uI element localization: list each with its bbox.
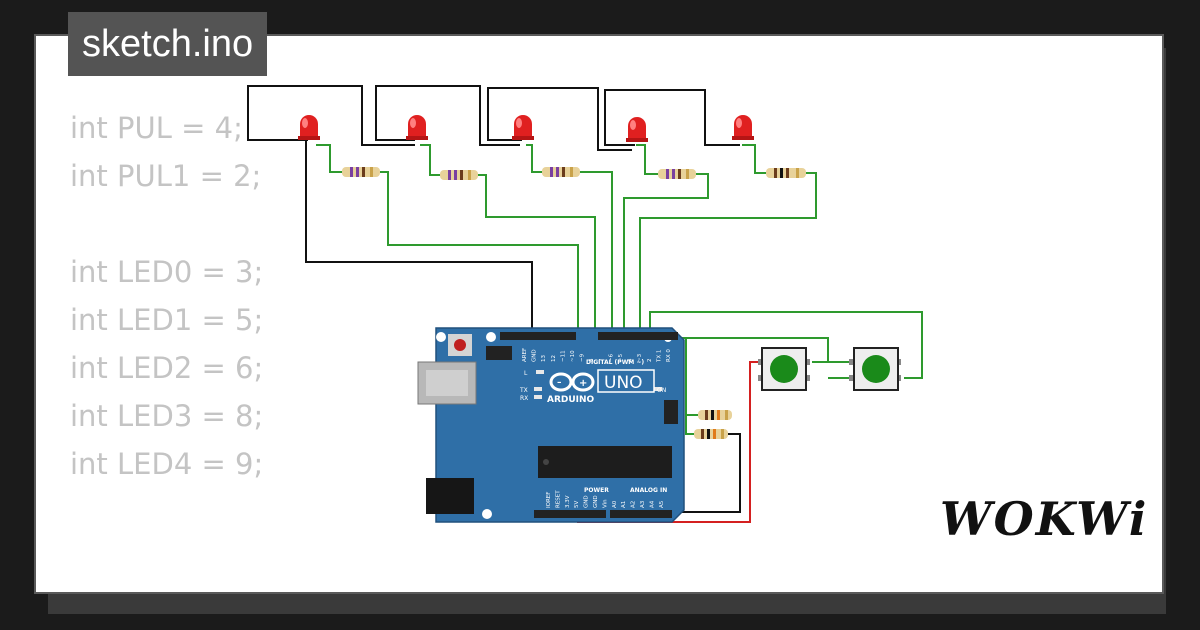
pin-label: ~11 — [560, 350, 566, 362]
code-line: int PUL = 4; — [70, 111, 243, 145]
arduino-logo-icon — [549, 372, 595, 392]
pin-label: 12 — [551, 355, 557, 362]
ground-wire — [676, 433, 741, 513]
code-line: int PUL1 = 2; — [70, 159, 262, 193]
on-label: ON — [657, 387, 666, 394]
pin-label: GND — [593, 495, 599, 508]
pin-label: A1 — [621, 501, 627, 508]
pin-label: 8 — [589, 358, 595, 362]
pin-label: A0 — [612, 500, 618, 508]
pushbutton-1[interactable] — [758, 347, 810, 391]
code-line: int LED3 = 8; — [70, 399, 264, 433]
pin-label: RX 0 — [666, 349, 672, 362]
pin-label: A3 — [640, 500, 646, 508]
led-3[interactable] — [626, 117, 648, 142]
pin-label: 4 — [628, 358, 634, 362]
pin-label: 2 — [647, 359, 653, 363]
pin-label: ~10 — [570, 350, 576, 362]
pin-label: ~3 — [637, 353, 643, 362]
resistor-0[interactable] — [342, 167, 380, 177]
resistor-1[interactable] — [440, 170, 478, 180]
resistor-6[interactable] — [694, 429, 728, 439]
uno-label: UNO — [604, 373, 643, 393]
resistor-2[interactable] — [542, 167, 580, 177]
pin-label: GND — [584, 495, 590, 508]
pin-label: AREF — [522, 348, 528, 362]
tx-label: TX — [519, 387, 528, 394]
black-wires — [247, 85, 740, 332]
pin-label: ~5 — [618, 353, 624, 362]
digital-label: DIGITAL (PWM ~) — [586, 359, 644, 366]
logo-plus: + — [579, 378, 587, 389]
arduino-label: ARDUINO — [547, 395, 595, 405]
pin-label: IOREF — [546, 492, 552, 508]
code-line: int LED0 = 3; — [70, 255, 264, 289]
l-label: L — [524, 370, 528, 377]
pin-label: RESET — [555, 490, 561, 508]
code-preview: int PUL = 4; int PUL1 = 2; int LED0 = 3;… — [70, 104, 263, 488]
power-label: POWER — [584, 487, 609, 494]
code-line: int LED2 = 6; — [70, 351, 264, 385]
led-1[interactable] — [406, 115, 428, 140]
resistor-3[interactable] — [658, 169, 696, 179]
file-tab[interactable]: sketch.ino — [68, 12, 268, 76]
pin-label: 13 — [541, 355, 547, 362]
resistor-5[interactable] — [698, 410, 732, 420]
uno-badge — [597, 369, 655, 393]
pin-label: 5V — [574, 501, 580, 508]
pin-label: ~9 — [580, 353, 586, 362]
led-4[interactable] — [732, 115, 754, 140]
pushbutton-2[interactable] — [849, 347, 901, 391]
led-0[interactable] — [298, 115, 320, 140]
pin-label: 7 — [599, 358, 605, 362]
code-line: int LED4 = 9; — [70, 447, 264, 481]
resistor-4[interactable] — [766, 168, 806, 178]
pin-label: A2 — [631, 501, 637, 508]
pin-label: A4 — [649, 500, 655, 508]
logo-minus: – — [557, 378, 562, 388]
code-line: int LED1 = 5; — [70, 303, 264, 337]
pin-label: GND — [532, 349, 538, 362]
rx-label: RX — [520, 395, 528, 402]
pin-label: ~6 — [608, 353, 614, 362]
pin-label: A5 — [659, 500, 665, 508]
arduino-uno-board[interactable]: – + UNO ARDUINO DIGITAL (PWM ~) L TX RX … — [417, 327, 685, 523]
pin-label: 3.3V — [565, 495, 571, 508]
analog-label: ANALOG IN — [630, 487, 667, 494]
pin-label: TX 1 — [656, 350, 662, 363]
pin-label: Vin — [602, 499, 608, 508]
led-2[interactable] — [512, 115, 534, 140]
wokwi-logo: WOKWi — [940, 492, 1149, 546]
